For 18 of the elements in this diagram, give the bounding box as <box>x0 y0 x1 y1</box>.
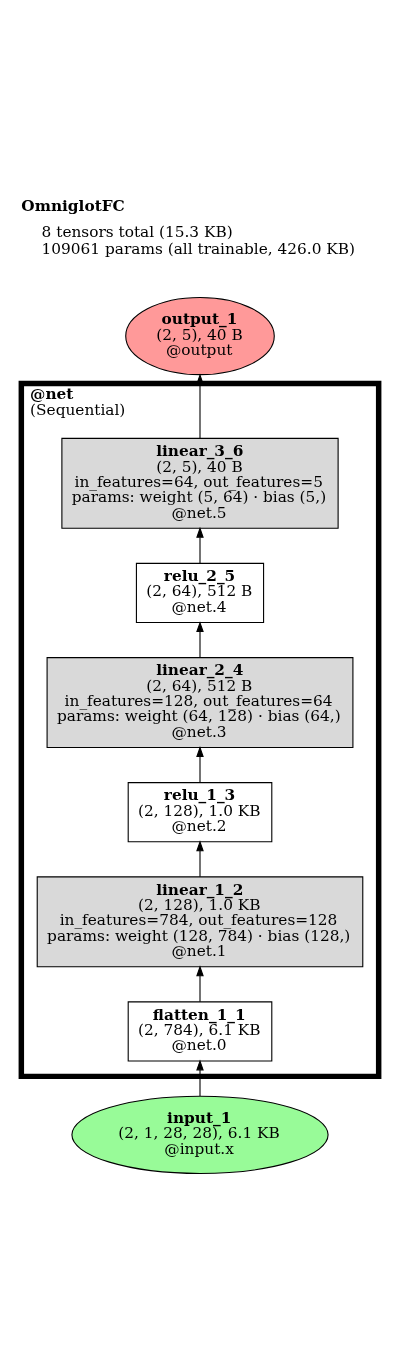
node-box: linear_1_2 (2, 128), 1.0 KB in_features=784, out_features=128 params: weight (128, 784) · bias (128,) @net.1 <box>36 875 364 967</box>
arrow <box>196 526 204 564</box>
arrow <box>196 839 204 877</box>
node-box: flatten_1_1 (2, 784), 6.1 KB @net.0 <box>127 1000 273 1062</box>
node-box: relu_2_5 (2, 64), 512 B @net.4 <box>135 562 265 623</box>
node-box: linear_3_6 (2, 5), 40 B in_features=64, out_features=5 params: weight (5, 64) · bias (5,) @net.5 <box>61 437 339 529</box>
label: 8 tensors total (15.3 KB) <box>41 222 233 241</box>
arrow <box>196 964 204 1002</box>
label: 109061 params (all trainable, 426.0 KB) <box>41 239 355 258</box>
node-box: linear_2_4 (2, 64), 512 B in_features=128, out_features=64 params: weight (64, 128) · bias (64,) @net.3 <box>46 656 354 748</box>
arrow <box>196 372 204 439</box>
node-ellipse: output_1 (2, 5), 40 B @output <box>125 296 275 375</box>
diagram-title: OmniglotFC <box>21 196 125 215</box>
arrow <box>196 1058 204 1097</box>
arrow <box>196 745 204 783</box>
node-box: relu_1_3 (2, 128), 1.0 KB @net.2 <box>127 781 273 842</box>
arrow <box>196 620 204 658</box>
node-ellipse: input_1 (2, 1, 28, 28), 6.1 KB @input.x <box>71 1095 329 1174</box>
